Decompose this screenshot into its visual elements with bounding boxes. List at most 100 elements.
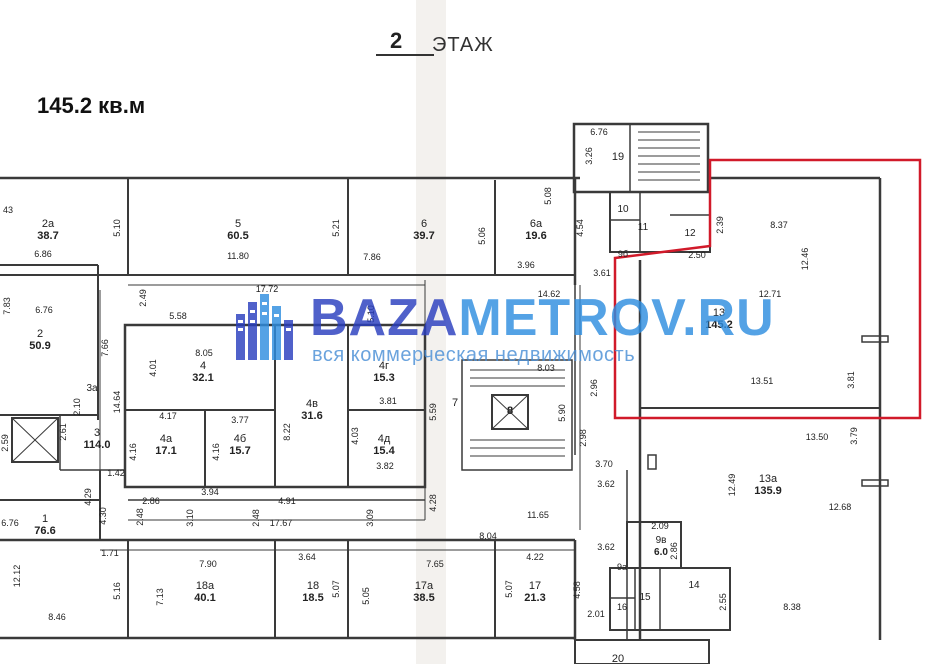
dimension: 6.76: [590, 127, 608, 137]
dimension: 2.09: [651, 521, 669, 531]
room-id: 18a: [196, 580, 215, 592]
watermark-name: BAZAMETROV.RU: [310, 288, 775, 348]
dimension: 2.39: [715, 216, 725, 234]
floor-label: ЭТАЖ: [432, 34, 494, 56]
dimension: 1.71: [101, 548, 119, 558]
room-id: 14: [688, 580, 700, 591]
watermark-tagline: вся коммерческая недвижимость: [312, 344, 636, 366]
dimension: 8.37: [770, 220, 788, 230]
dimension: 7.66: [100, 339, 110, 357]
room-id: 3a: [86, 383, 98, 394]
dimension: 2.98: [578, 429, 588, 447]
dimension: 13.51: [751, 376, 774, 386]
room-id: 12: [684, 228, 696, 239]
dimension: 8.46: [48, 612, 66, 622]
dimension: 2.48: [135, 508, 145, 526]
room-id: 8: [507, 405, 513, 417]
room-area: 135.9: [754, 485, 782, 497]
room-id: 2: [37, 328, 43, 340]
dimension: 14.62: [538, 289, 561, 299]
dimension: 3.79: [849, 427, 859, 445]
dimension: 4.54: [575, 219, 585, 237]
dimension: 3.62: [597, 479, 615, 489]
room-id: 1: [42, 513, 48, 525]
dimension: 4.17: [159, 411, 177, 421]
room-id: 3: [94, 427, 100, 439]
dimension: 4.16: [128, 443, 138, 461]
room-id: 7: [452, 397, 458, 409]
room-id: 16: [617, 602, 627, 612]
room-area: 19.6: [525, 230, 546, 242]
dimension: 3.70: [595, 459, 613, 469]
dimension: 3.26: [584, 147, 594, 165]
dimension-labels: 43 6.86 5.10 11.80 5.21 7.86 5.06 3.96 5…: [0, 127, 859, 622]
room-area: 15.7: [229, 445, 250, 457]
dimension: 17.67: [270, 518, 293, 528]
dimension: 3.81: [846, 371, 856, 389]
dimension: 5.10: [112, 219, 122, 237]
room-area: 60.5: [227, 230, 248, 242]
dimension: 4.22: [526, 552, 544, 562]
watermark: BAZAMETROV.RU вся коммерческая недвижимо…: [236, 289, 774, 366]
room-id: 19: [612, 151, 624, 163]
dimension: 4.58: [572, 581, 582, 599]
dimension: 13.50: [806, 432, 829, 442]
floor-underline: [376, 54, 434, 56]
dimension: 3.10: [185, 509, 195, 527]
room-id: 2a: [42, 218, 55, 230]
dimension: 3.94: [201, 487, 219, 497]
dimension: 5.16: [112, 582, 122, 600]
room-area: 15.4: [373, 445, 395, 457]
dimension: 4.91: [278, 496, 296, 506]
dimension: 3.62: [597, 542, 615, 552]
dimension: 43: [3, 205, 13, 215]
dimension: 8.38: [783, 602, 801, 612]
dimension: 3.64: [298, 552, 316, 562]
room-area: 50.9: [29, 340, 50, 352]
room-id: 20: [612, 653, 624, 664]
dimension: 2.48: [251, 509, 261, 527]
dimension: 4.28: [428, 494, 438, 512]
dimension: 5.05: [361, 587, 371, 605]
dimension: 3.81: [379, 396, 397, 406]
dimension: 11.65: [527, 510, 549, 520]
room-id: 13: [713, 307, 725, 319]
room-area: 145.2: [705, 319, 733, 331]
area-heading: 145.2 кв.м: [37, 93, 146, 118]
dimension: 2.96: [589, 379, 599, 397]
room-area: 31.6: [301, 410, 322, 422]
dimension: 3.82: [376, 461, 394, 471]
dimension: 3.09: [365, 509, 375, 527]
room-id: 6: [421, 218, 427, 230]
dimension: 2.86: [142, 496, 160, 506]
dimension: 4.30: [98, 507, 108, 525]
room-id: 9в: [656, 535, 667, 546]
dimension: 2.49: [138, 289, 148, 307]
dimension: 2.61: [58, 423, 68, 441]
dimension: 8.04: [479, 531, 497, 541]
room-id: 15: [639, 592, 651, 603]
room-area: 15.3: [373, 372, 394, 384]
room-area: 38.5: [413, 592, 434, 604]
dimension: 3.61: [593, 268, 611, 278]
room-id: 4г: [379, 360, 389, 372]
room-labels: 2a 38.7 5 60.5 6 39.7 6a 19.6 19 10 11 1…: [29, 151, 781, 664]
dimension: 17.72: [256, 284, 279, 294]
dimension: 12.68: [829, 502, 852, 512]
dimension: 2.55: [718, 593, 728, 611]
dimension: 6.76: [35, 305, 53, 315]
dimension: 3.96: [517, 260, 535, 270]
dimension: 12.71: [759, 289, 782, 299]
dimension: 5.90: [557, 404, 567, 422]
dimension: 7.65: [426, 559, 444, 569]
dimension: 2.10: [72, 398, 82, 416]
dimension: 5.21: [331, 219, 341, 237]
room-id: 18: [307, 580, 319, 592]
dimension: 4.16: [211, 443, 221, 461]
room-id: 4a: [160, 433, 173, 445]
dimension: 5.07: [504, 580, 514, 598]
dimension: 5.10: [366, 305, 376, 323]
dimension: 4.03: [350, 427, 360, 445]
dimension: 6.86: [34, 249, 52, 259]
room-id: 17: [529, 580, 541, 592]
